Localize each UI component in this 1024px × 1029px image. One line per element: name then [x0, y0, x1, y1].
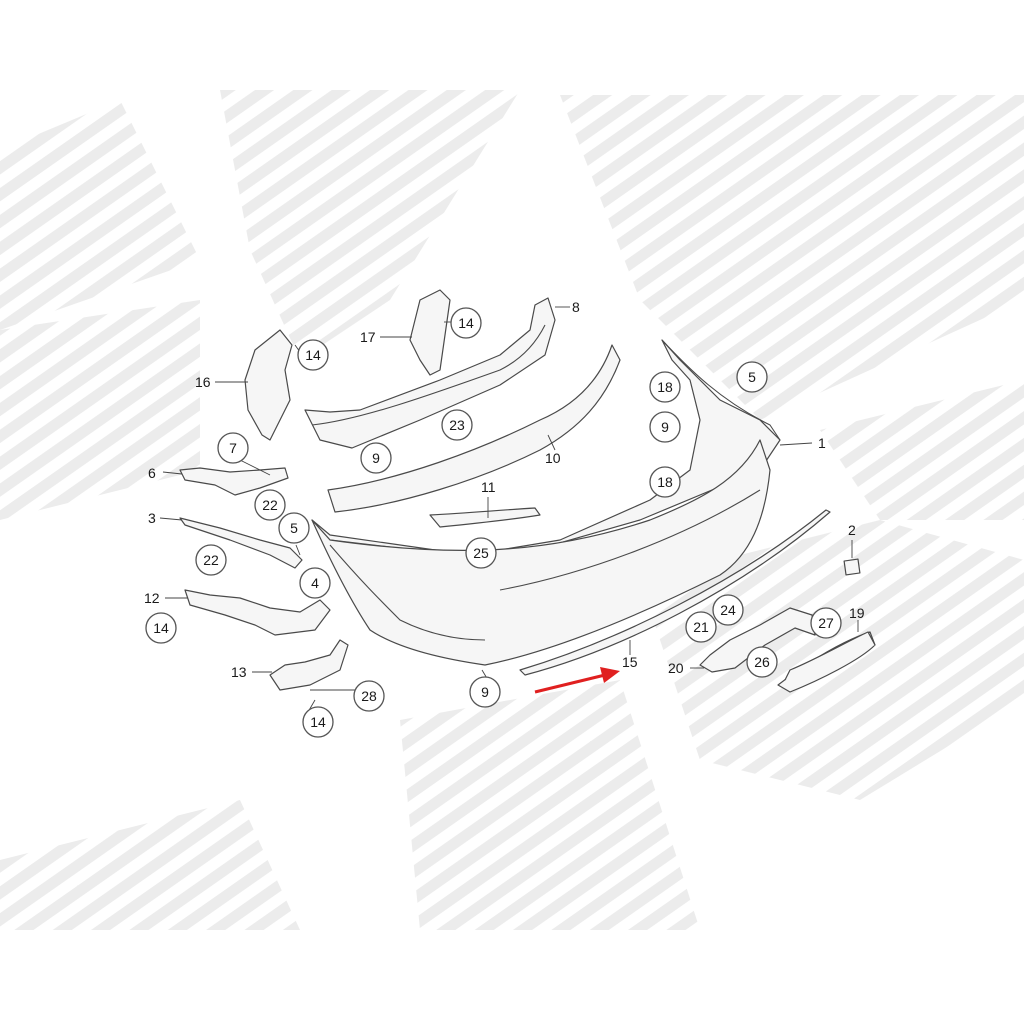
- svg-text:4: 4: [311, 575, 319, 591]
- svg-text:25: 25: [473, 545, 489, 561]
- callout-14a: 14: [297, 339, 329, 371]
- callout-5a: 5: [736, 361, 768, 393]
- part-bracket-13: [269, 639, 349, 691]
- callout-9a: 9: [649, 411, 681, 443]
- callout-10: 10: [545, 450, 561, 466]
- callout-9b: 9: [360, 442, 392, 474]
- part-upper-trim: [327, 344, 621, 513]
- svg-text:22: 22: [203, 552, 219, 568]
- callout-11: 11: [481, 479, 496, 495]
- part-bumper-cover: [311, 339, 781, 666]
- svg-text:5: 5: [748, 369, 756, 385]
- red-arrow-indicator: [534, 667, 620, 694]
- svg-text:9: 9: [661, 419, 669, 435]
- callout-14b: 14: [450, 307, 482, 339]
- part-clip-2: [843, 558, 861, 576]
- callout-24: 24: [712, 594, 744, 626]
- svg-text:14: 14: [458, 315, 474, 331]
- callout-9c: 9: [469, 676, 501, 708]
- callout-6: 6: [148, 465, 156, 481]
- svg-text:14: 14: [310, 714, 326, 730]
- callout-16: 16: [195, 374, 211, 390]
- callout-18a: 18: [649, 371, 681, 403]
- callout-22a: 22: [254, 489, 286, 521]
- svg-text:9: 9: [372, 450, 380, 466]
- part-lower-strip: [519, 509, 831, 676]
- callout-4: 4: [299, 567, 331, 599]
- callout-15: 15: [622, 654, 638, 670]
- callout-20: 20: [668, 660, 684, 676]
- callout-26: 26: [746, 646, 778, 678]
- svg-text:7: 7: [229, 440, 237, 456]
- part-guide-3: [179, 517, 303, 569]
- part-guide-12: [184, 589, 331, 636]
- svg-text:28: 28: [361, 688, 377, 704]
- callout-2: 2: [848, 522, 856, 538]
- svg-text:26: 26: [754, 654, 770, 670]
- svg-text:14: 14: [153, 620, 169, 636]
- svg-text:9: 9: [481, 684, 489, 700]
- callout-13: 13: [231, 664, 247, 680]
- leader-lines: [159, 306, 859, 713]
- callout-8: 8: [572, 299, 580, 315]
- callout-27: 27: [810, 607, 842, 639]
- svg-text:5: 5: [290, 520, 298, 536]
- part-side-bracket-left: [244, 329, 293, 441]
- callout-21: 21: [685, 611, 717, 643]
- callout-1: 1: [818, 435, 826, 451]
- callout-22b: 22: [195, 544, 227, 576]
- svg-text:24: 24: [720, 602, 736, 618]
- svg-text:23: 23: [449, 417, 465, 433]
- part-small-trim: [429, 507, 541, 528]
- part-guide-6: [179, 467, 289, 496]
- svg-text:18: 18: [657, 379, 673, 395]
- part-carrier-beam: [304, 297, 556, 449]
- part-center-bracket: [409, 289, 451, 376]
- callout-19: 19: [849, 605, 865, 621]
- callout-7: 7: [217, 432, 249, 464]
- callout-18b: 18: [649, 466, 681, 498]
- callout-14d: 14: [302, 706, 334, 738]
- callout-5b: 5: [278, 512, 310, 544]
- svg-text:14: 14: [305, 347, 321, 363]
- callout-23: 23: [441, 409, 473, 441]
- callout-12: 12: [144, 590, 160, 606]
- callout-25: 25: [465, 537, 497, 569]
- svg-text:27: 27: [818, 615, 834, 631]
- watermark-stripes: [0, 90, 1024, 930]
- callout-14c: 14: [145, 612, 177, 644]
- callout-3: 3: [148, 510, 156, 526]
- svg-text:18: 18: [657, 474, 673, 490]
- callout-17: 17: [360, 329, 376, 345]
- svg-text:22: 22: [262, 497, 278, 513]
- svg-text:21: 21: [693, 619, 709, 635]
- part-cover-19: [777, 631, 876, 693]
- callout-28: 28: [353, 680, 385, 712]
